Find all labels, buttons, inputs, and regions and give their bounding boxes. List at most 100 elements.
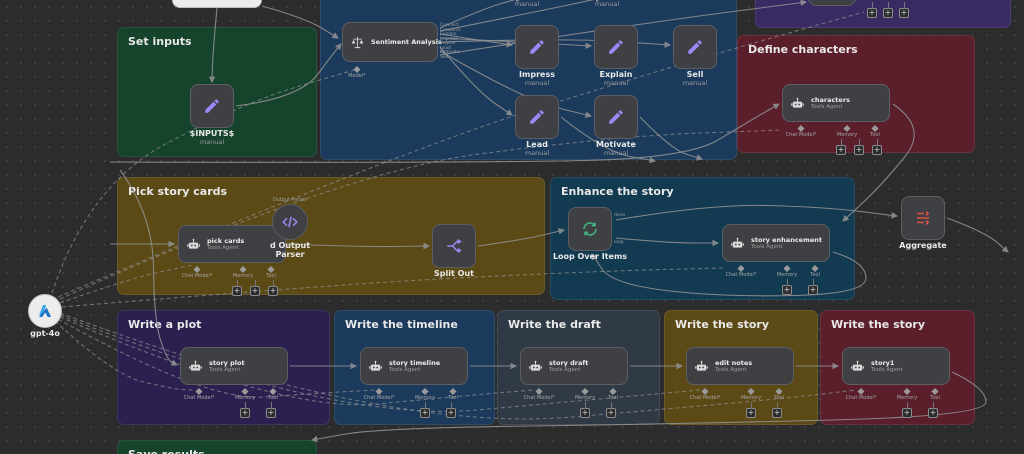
node-type-label: Tools Agent [549,366,581,373]
add-connection-button[interactable]: + [872,139,882,155]
group-title: Enhance the story [561,185,674,198]
robot-icon [186,237,201,252]
node-trigger[interactable] [172,0,262,8]
node-type-label: Tools Agent [715,366,747,373]
node-type-label: Tools Agent [389,366,421,373]
add-connection-button[interactable]: + [250,280,260,296]
node-name: story1 [871,358,895,367]
node-type-label: Tools Agent [811,103,843,110]
add-connection-button[interactable]: + [836,139,846,155]
node-name: Sentiment Analysis [371,37,442,46]
node-labels: gpt-4o [0,329,105,339]
node-name: pick cards [207,236,245,245]
pencil-icon [607,38,625,56]
group-title: Write the story [675,318,770,331]
add-connection-button[interactable]: + [606,402,616,418]
robot-icon [790,96,805,111]
node-name: edit notes [715,358,753,367]
node-name: story enhancement [751,235,823,244]
node-name: Aggregate [899,241,947,250]
code-icon [281,213,299,231]
scales-icon [350,35,365,50]
group-title: Write the draft [508,318,601,331]
add-connection-button[interactable]: + [902,402,912,418]
add-connection-button[interactable]: + [268,280,278,296]
group-title: Write a plot [128,318,202,331]
robot-icon [730,236,745,251]
pencil-icon [528,108,546,126]
add-connection-button[interactable]: + [867,2,877,18]
node-labels: Sentiment Analysis [371,37,442,46]
edge [946,217,1009,253]
add-connection-button[interactable]: + [580,402,590,418]
add-connection-button[interactable]: + [899,2,909,18]
group-save-results[interactable]: Save results [117,440,317,454]
robot-icon [850,359,865,374]
add-connection-button[interactable]: + [772,402,782,418]
node-name: gpt-4o [30,329,60,338]
node-split-out[interactable]: Split Out [432,224,476,278]
azure-icon [36,302,54,320]
pencil-icon [203,97,221,115]
robot-icon [368,359,383,374]
robot-icon [694,359,709,374]
node-name: characters [811,95,850,104]
node-name: story draft [549,358,589,367]
pencil-icon [686,38,704,56]
node-gpt-4o[interactable]: gpt-4o [28,294,62,338]
add-connection-button[interactable]: + [782,279,792,295]
node-labels: Aggregate [863,241,983,251]
aggregate-icon [914,209,932,227]
group-title: Pick story cards [128,185,228,198]
node-inputs[interactable]: $INPUTS$manual [190,84,234,146]
split-icon [445,237,463,255]
add-connection-button[interactable]: + [420,402,430,418]
add-connection-button[interactable]: + [266,402,276,418]
add-connection-button[interactable]: + [240,402,250,418]
node-type-label: Tools Agent [751,243,783,250]
node-partial-top-right[interactable] [808,0,856,6]
robot-icon [528,359,543,374]
pencil-icon [607,108,625,126]
group-title: Define characters [748,43,858,56]
node-aggregate[interactable]: Aggregate [899,196,947,250]
add-connection-button[interactable]: + [854,139,864,155]
pencil-icon [528,38,546,56]
add-connection-button[interactable]: + [883,2,893,18]
loop-icon [581,220,599,238]
group-title: Write the story [831,318,926,331]
node-name: story plot [209,358,245,367]
node-name: story timeline [389,358,441,367]
node-type-label: Tools Agent [871,366,903,373]
add-connection-button[interactable]: + [928,402,938,418]
add-connection-button[interactable]: + [746,402,756,418]
add-connection-button[interactable]: + [232,280,242,296]
add-connection-button[interactable]: + [808,279,818,295]
add-connection-button[interactable]: + [446,402,456,418]
